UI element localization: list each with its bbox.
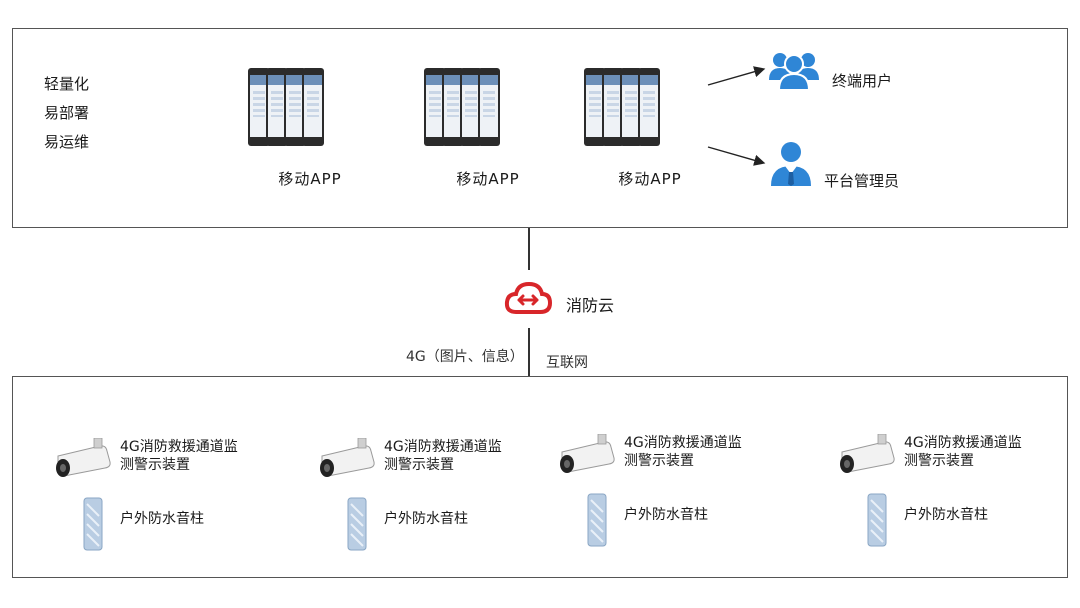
speaker-name: 户外防水音柱 bbox=[384, 511, 468, 527]
device-group-2: 4G消防救援通道监测警示装置 户外防水音柱 bbox=[318, 438, 558, 598]
top-panel bbox=[12, 28, 1068, 228]
device-group-4: 4G消防救援通道监测警示装置 户外防水音柱 bbox=[838, 434, 1078, 594]
speaker-column-icon bbox=[347, 497, 367, 551]
admin-label: 平台管理员 bbox=[824, 172, 900, 190]
camera-icon bbox=[840, 434, 895, 473]
speaker-name: 户外防水音柱 bbox=[120, 511, 204, 527]
camera-icon bbox=[320, 438, 375, 477]
features-list: 轻量化 易部署 易运维 bbox=[44, 70, 89, 157]
user-arrows bbox=[707, 66, 766, 166]
connector-line bbox=[528, 328, 530, 376]
mobile-app-group-2: 移动APP bbox=[418, 30, 558, 188]
speaker-column-icon bbox=[587, 493, 607, 547]
end-user-label: 终端用户 bbox=[832, 72, 893, 90]
bottom-panel bbox=[12, 376, 1068, 578]
users-group-icon bbox=[769, 53, 819, 91]
phones-icon bbox=[240, 30, 380, 146]
device-group-1: 4G消防救援通道监测警示装置 户外防水音柱 bbox=[54, 438, 294, 598]
device-name: 4G消防救援通道监测警示装置 bbox=[624, 435, 742, 469]
app-label: 移动APP bbox=[618, 170, 682, 188]
feature-item: 易部署 bbox=[44, 104, 90, 122]
phones-icon bbox=[580, 30, 720, 146]
camera-icon bbox=[560, 434, 615, 473]
link-internet-label: 互联网 bbox=[546, 355, 588, 371]
device-group-3: 4G消防救援通道监测警示装置 户外防水音柱 bbox=[558, 434, 798, 594]
mobile-app-group-3: 移动APP bbox=[580, 30, 720, 188]
cloud-icon bbox=[504, 281, 552, 314]
app-label: 移动APP bbox=[456, 170, 520, 188]
mobile-app-group-1: 移动APP bbox=[240, 30, 380, 188]
connector-line bbox=[528, 228, 530, 270]
device-name: 4G消防救援通道监测警示装置 bbox=[904, 435, 1022, 469]
speaker-name: 户外防水音柱 bbox=[904, 507, 988, 523]
speaker-name: 户外防水音柱 bbox=[624, 507, 708, 523]
speaker-column-icon bbox=[83, 497, 103, 551]
speaker-column-icon bbox=[867, 493, 887, 547]
cloud-label: 消防云 bbox=[566, 296, 615, 315]
device-name: 4G消防救援通道监测警示装置 bbox=[120, 439, 238, 473]
camera-icon bbox=[56, 438, 111, 477]
app-label: 移动APP bbox=[278, 170, 342, 188]
feature-item: 易运维 bbox=[44, 133, 90, 151]
phones-icon bbox=[418, 30, 558, 146]
admin-person-icon bbox=[771, 142, 811, 186]
device-name: 4G消防救援通道监测警示装置 bbox=[384, 439, 502, 473]
feature-item: 轻量化 bbox=[44, 75, 90, 93]
link-4g-label: 4G（图片、信息） bbox=[406, 349, 524, 365]
